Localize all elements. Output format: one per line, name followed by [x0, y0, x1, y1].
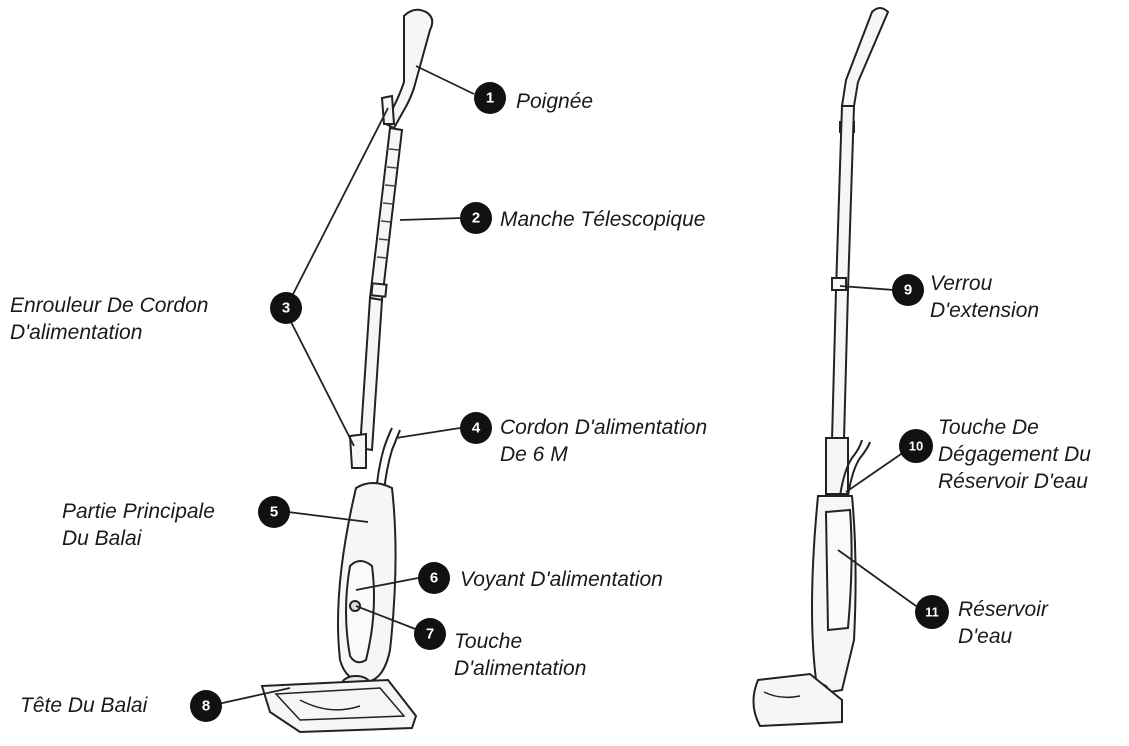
callout-badge-9: 9: [892, 274, 924, 306]
callout-badge-5: 5: [258, 496, 290, 528]
svg-text:1: 1: [486, 90, 494, 107]
svg-text:9: 9: [904, 282, 912, 299]
callout-badge-10: 10: [899, 429, 933, 463]
leader-lines: [217, 65, 917, 705]
front-mop-head: [260, 678, 418, 734]
label-touche-degagement: Touche De Dégagement Du Réservoir D'eau: [938, 416, 1091, 493]
callout-badge-8: 8: [190, 690, 222, 722]
front-cord-hook-lower: [348, 432, 367, 469]
svg-text:10: 10: [909, 439, 923, 454]
label-partie-principale: Partie Principale Du Balai: [62, 500, 215, 550]
svg-text:3: 3: [282, 300, 290, 317]
side-power-cord: [839, 439, 863, 497]
svg-text:6: 6: [430, 570, 438, 587]
label-voyant-alimentation: Voyant D'alimentation: [460, 568, 663, 591]
side-tube-upper: [834, 105, 856, 291]
side-handle-grip: [840, 7, 890, 107]
svg-text:2: 2: [472, 210, 480, 227]
label-touche-alimentation: Touche D'alimentation: [454, 630, 587, 680]
label-reservoir-eau: Réservoir D'eau: [958, 598, 1048, 648]
front-telescopic-ribs: [376, 148, 400, 259]
callout-badge-3: 3: [270, 292, 302, 324]
label-cordon-alimentation: Cordon D'alimentation De 6 M: [500, 416, 708, 466]
label-poignee: Poignée: [516, 90, 594, 113]
callout-badge-6: 6: [418, 562, 450, 594]
svg-text:7: 7: [426, 626, 434, 643]
svg-text:8: 8: [202, 698, 210, 715]
callout-badge-4: 4: [460, 412, 492, 444]
front-telescopic-tube-upper: [368, 126, 404, 302]
side-mop-illustration: [752, 7, 890, 728]
side-tube-base: [825, 437, 849, 495]
callout-badge-2: 2: [460, 202, 492, 234]
label-verrou-extension: Verrou D'extension: [930, 272, 1040, 322]
side-extension-lock: [831, 277, 847, 291]
label-enrouleur-cordon: Enrouleur De Cordon D'alimentation: [10, 294, 209, 344]
svg-text:11: 11: [925, 605, 939, 620]
front-handle-grip: [384, 8, 434, 130]
callout-badge-1: 1: [474, 82, 506, 114]
front-power-cord: [383, 429, 401, 493]
callout-badge-7: 7: [414, 618, 446, 650]
side-tube-lower: [830, 289, 850, 441]
front-power-button: [349, 600, 361, 612]
label-tete-balai: Tête Du Balai: [20, 694, 148, 717]
front-cord-hook-upper: [380, 94, 396, 125]
front-mop-illustration: [260, 8, 434, 734]
side-water-tank: [824, 508, 853, 632]
front-body-window: [345, 560, 375, 664]
label-manche-telescopique: Manche Télescopique: [500, 208, 706, 231]
side-mop-head: [752, 672, 843, 728]
svg-text:5: 5: [270, 504, 278, 521]
svg-text:4: 4: [472, 420, 481, 437]
callout-badge-11: 11: [915, 595, 949, 629]
front-telescopic-tube-lower: [358, 296, 384, 452]
front-extension-collar: [370, 282, 388, 298]
